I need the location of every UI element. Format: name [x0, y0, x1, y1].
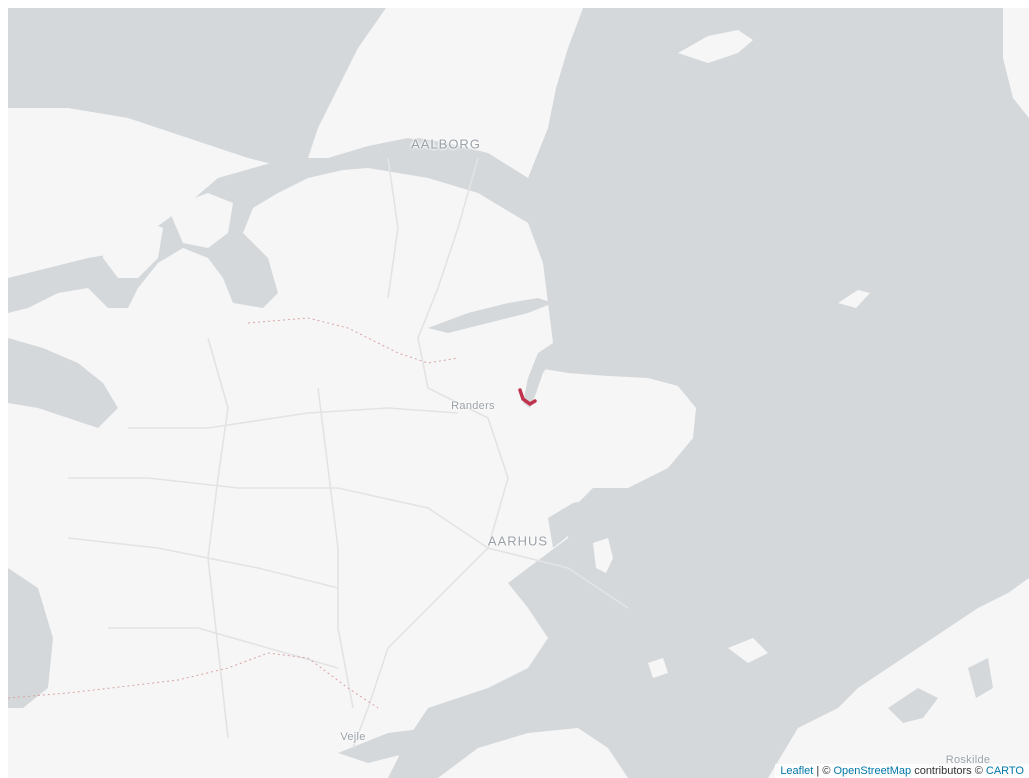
mors-island [103, 218, 163, 278]
city-label-vejle: Vejle [340, 731, 366, 743]
randers-fjord [523, 343, 556, 408]
map-attribution: Leaflet | © OpenStreetMap contributors ©… [775, 764, 1029, 778]
mariager-fjord [428, 298, 553, 333]
region-border-south [8, 652, 379, 709]
samso-island [593, 538, 613, 573]
kullen-coast [1003, 8, 1029, 118]
city-label-randers: Randers [451, 400, 495, 412]
kalo-vig-water [548, 498, 606, 548]
city-label-aalborg: AALBORG [411, 136, 481, 152]
small-islands [648, 638, 768, 678]
vejle-fjord [338, 728, 448, 763]
funen-coast [438, 728, 628, 778]
jutland-mainland [8, 108, 696, 778]
road-network [67, 157, 629, 749]
laeso-island [678, 30, 753, 63]
zealand-fjords [888, 658, 993, 723]
anholt-island [838, 290, 870, 308]
region-border [247, 317, 459, 364]
zealand-landmass [768, 578, 1029, 778]
attribution-contributors: contributors © [911, 765, 986, 777]
route-highlight[interactable] [518, 388, 537, 407]
west-coast-water [8, 568, 53, 708]
carto-link[interactable]: CARTO [985, 765, 1024, 777]
west-bay-water [8, 338, 118, 428]
osm-link[interactable]: OpenStreetMap [833, 765, 912, 777]
city-label-roskilde: Roskilde [945, 754, 991, 766]
city-label-aarhus: AARHUS [487, 533, 549, 549]
vendsyssel-landmass [308, 8, 583, 178]
salling-peninsula [168, 193, 233, 248]
attribution-separator: | © [813, 765, 834, 777]
map-tiles [8, 8, 1029, 778]
leaflet-link[interactable]: Leaflet [780, 765, 814, 777]
map-container[interactable]: AALBORG Randers AARHUS Vejle Roskilde Le… [8, 8, 1029, 778]
